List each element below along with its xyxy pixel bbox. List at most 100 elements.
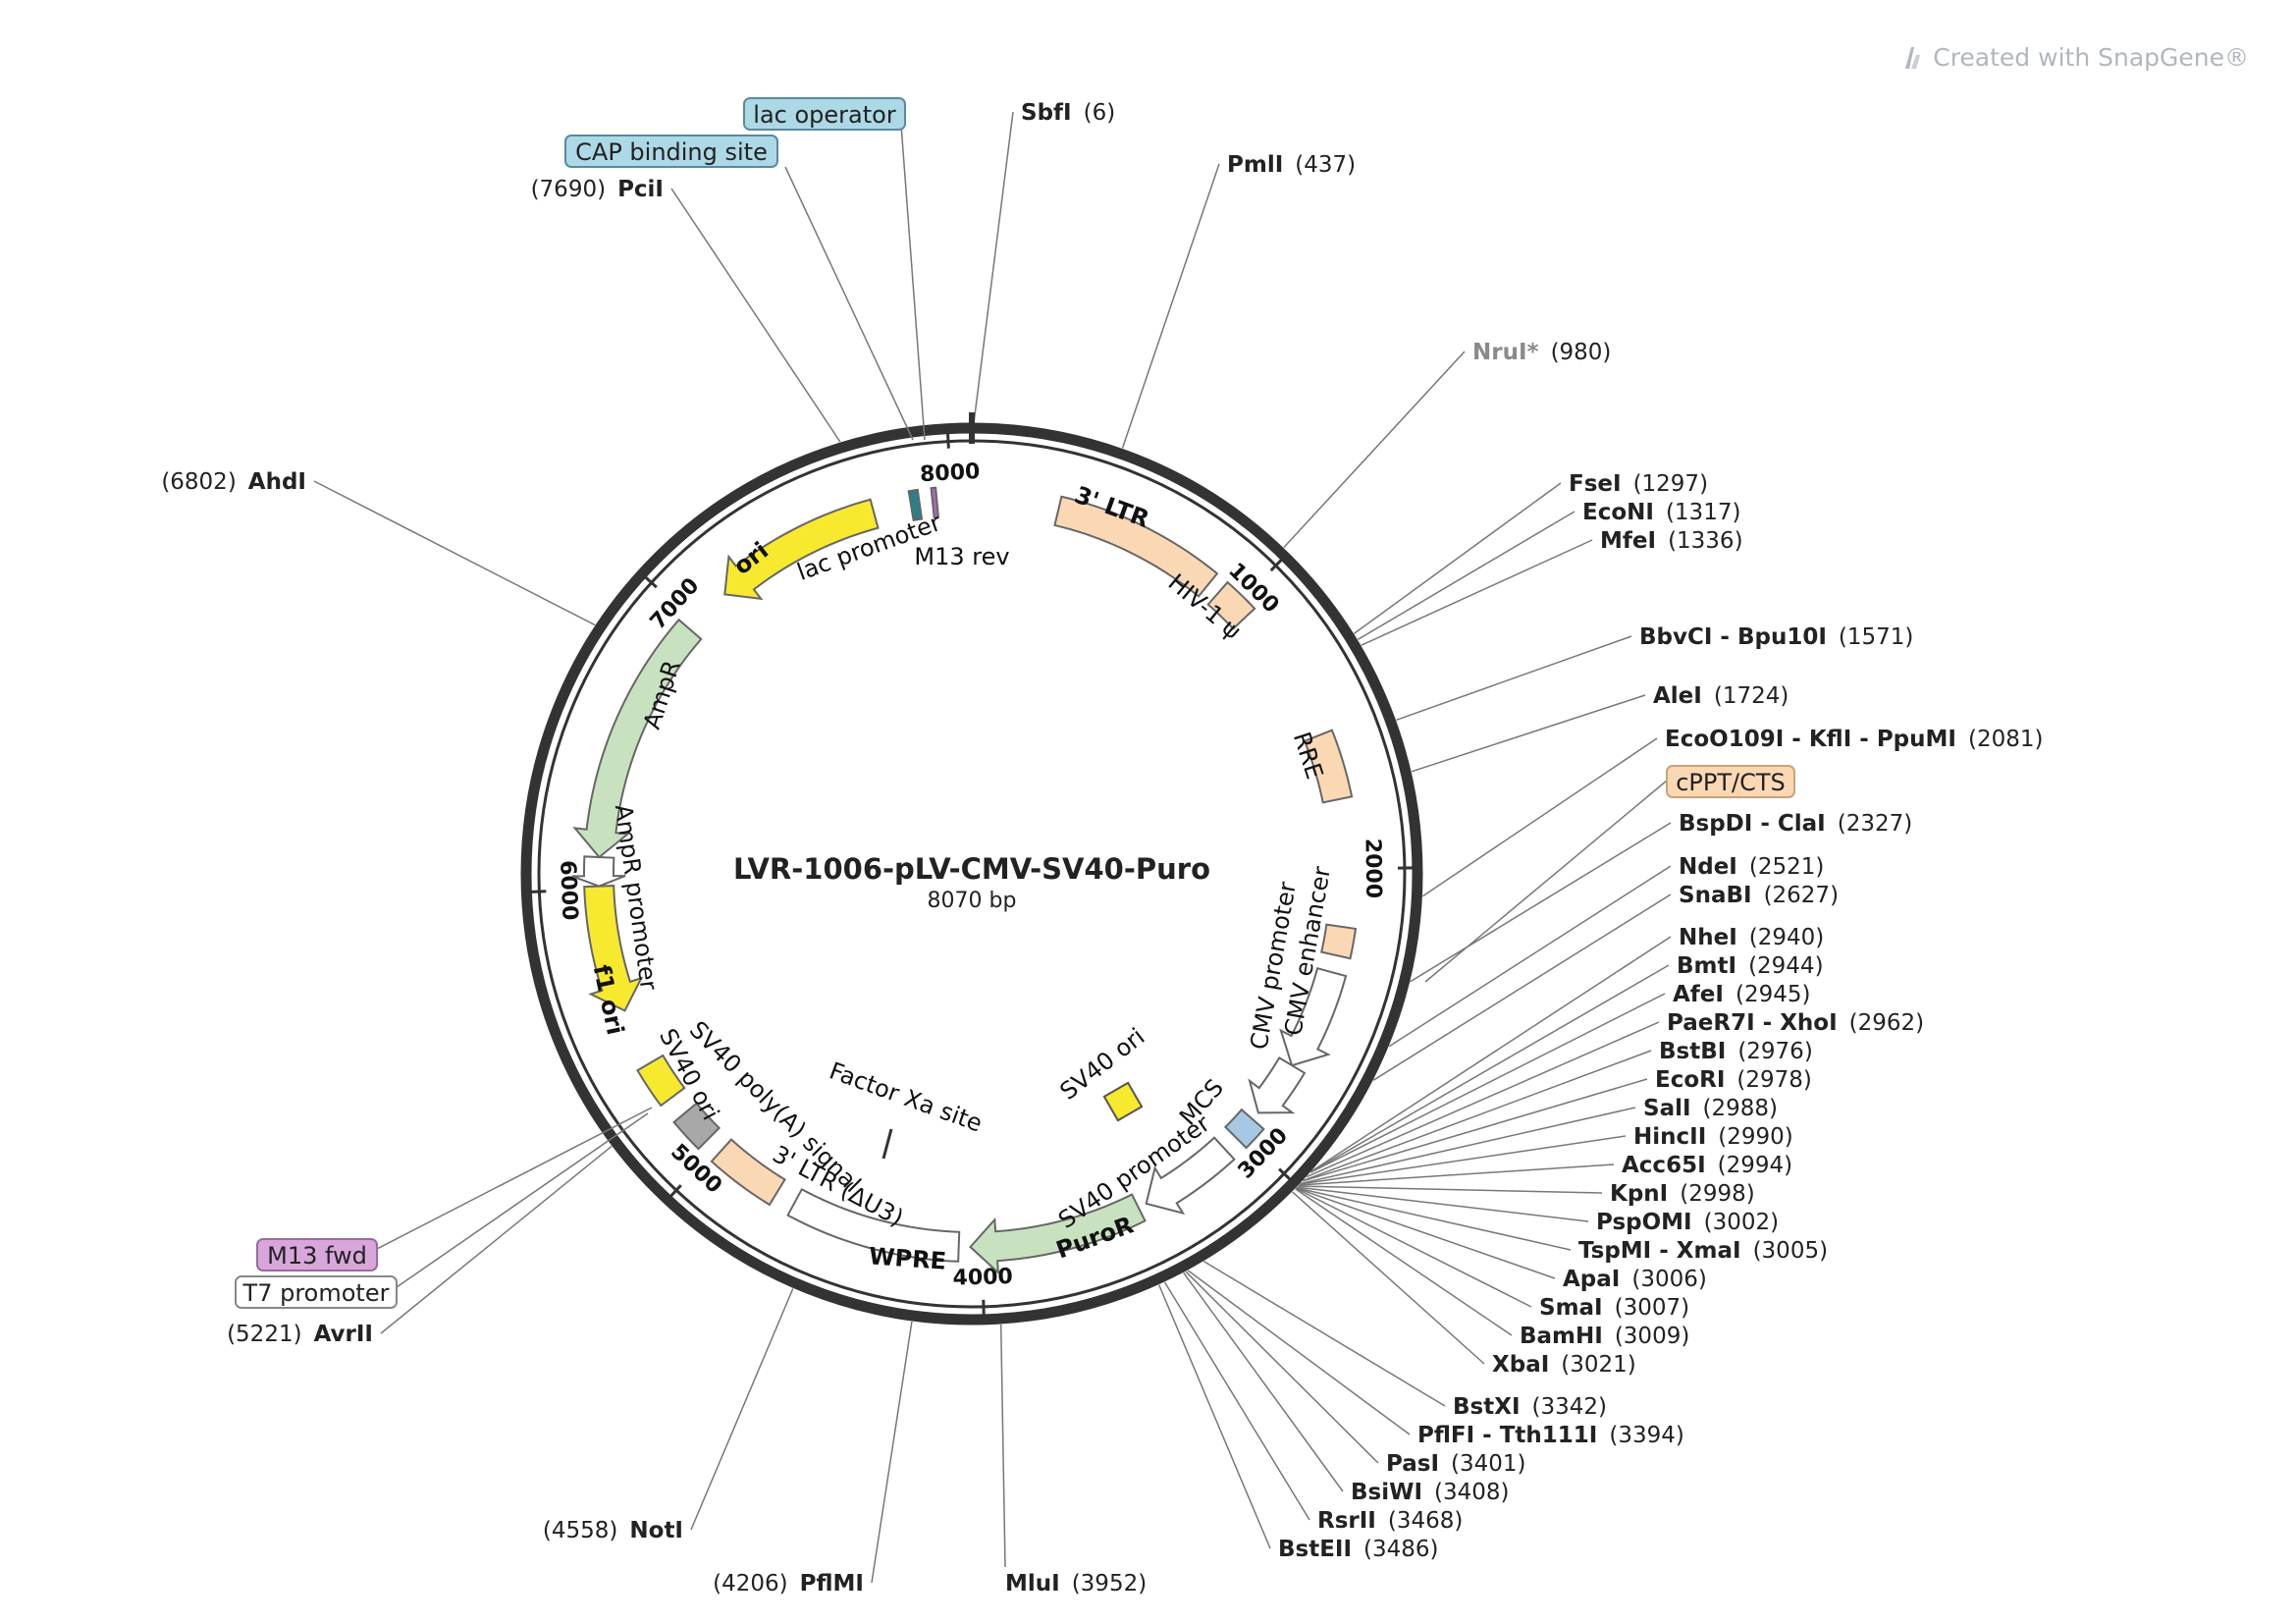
tick-mark <box>1269 557 1285 572</box>
feature-f1-ori <box>583 885 644 1012</box>
site-leader <box>1300 1135 1627 1185</box>
feature-arrows <box>571 486 1358 1275</box>
sv40-ori-inner-label: SV40 ori <box>1055 1023 1150 1106</box>
site-position: (2998) <box>1680 1181 1754 1207</box>
site-leader <box>670 188 841 443</box>
site-label: BstXI (3342) <box>1453 1394 1607 1420</box>
site-name: BstXI <box>1453 1394 1521 1420</box>
site-leader <box>1298 1185 1603 1194</box>
site-position: (3005) <box>1753 1238 1828 1264</box>
site-position: (2978) <box>1736 1067 1811 1093</box>
site-name: SbfI <box>1021 100 1072 126</box>
site-name: ApaI <box>1563 1267 1620 1292</box>
site-label: MluI(3952) <box>1005 1571 1147 1596</box>
tick-mark <box>642 573 658 589</box>
site-position: (4206) <box>713 1571 787 1596</box>
feature-ampr <box>572 618 703 859</box>
site-leader <box>1309 993 1666 1173</box>
lac-operator-box <box>743 97 906 131</box>
boxed-labels: lac operator CAP binding site cPPT/CTS M… <box>235 97 1795 1309</box>
site-name: XbaI <box>1492 1352 1549 1378</box>
site-leader <box>1295 1187 1532 1308</box>
site-name: NotI <box>629 1518 683 1543</box>
site-leader <box>1388 865 1672 1048</box>
site-label: EcoO109I - KflI - PpuMI(2081) <box>1665 727 2043 752</box>
site-label: RsrII(3468) <box>1317 1508 1463 1534</box>
site-leader <box>1306 1021 1660 1178</box>
site-label: (6802)AhdI <box>161 469 306 495</box>
site-leader <box>1296 1187 1572 1251</box>
site-position: (1297) <box>1633 471 1708 497</box>
site-name: MfeI <box>1600 528 1656 554</box>
site-position: (2945) <box>1735 982 1810 1007</box>
site-leader <box>1183 1271 1344 1492</box>
site-label: NruI*(980) <box>1472 340 1611 365</box>
site-leader <box>1396 635 1632 721</box>
site-label: SnaBI(2627) <box>1679 883 1839 908</box>
plasmid-size: 8070 bp <box>928 889 1017 913</box>
site-name: Acc65I <box>1622 1153 1706 1178</box>
site-position: (6802) <box>161 469 236 495</box>
site-position: (3401) <box>1451 1451 1525 1477</box>
site-label: TspMI - XmaI(3005) <box>1578 1238 1828 1264</box>
site-position: (2081) <box>1968 727 2043 752</box>
feature-wpre <box>786 1187 961 1263</box>
feature-hiv-1- <box>1206 580 1256 630</box>
site-name: AfeI <box>1673 982 1724 1007</box>
feature-cmv-promoter <box>1248 1056 1307 1114</box>
restriction-site-labels: SbfI(6)PmlI(437)NruI*(980)FseI(1297)EcoN… <box>161 100 2043 1596</box>
site-position: (2990) <box>1718 1124 1792 1150</box>
feature-mcs <box>1223 1108 1265 1150</box>
site-position: (1317) <box>1666 500 1740 525</box>
site-name: BmtI <box>1677 953 1736 979</box>
site-label: ApaI(3006) <box>1563 1267 1707 1292</box>
site-name: NdeI <box>1679 854 1737 880</box>
site-leader <box>1361 539 1593 646</box>
feature-sv40-poly-a-signal <box>672 1102 721 1151</box>
feature-puror <box>969 1193 1147 1275</box>
tick-mark <box>667 1184 682 1200</box>
site-leader <box>1187 1270 1411 1435</box>
site-label: BspDI - ClaI(2327) <box>1679 811 1912 837</box>
site-name: KpnI <box>1610 1181 1668 1207</box>
site-position: (2994) <box>1718 1153 1792 1178</box>
site-name: EcoNI <box>1582 500 1654 525</box>
feature-ampr-promoter <box>571 855 626 888</box>
lac-operator-label: lac operator <box>753 101 896 129</box>
site-name: FseI <box>1569 471 1622 497</box>
wpre-label: WPRE <box>868 1242 947 1274</box>
site-label: HincII(2990) <box>1633 1124 1793 1150</box>
site-label: MfeI(1336) <box>1600 528 1743 554</box>
m13-fwd-box <box>256 1238 378 1271</box>
site-name: AvrII <box>314 1322 373 1347</box>
site-position: (2327) <box>1838 811 1912 837</box>
site-position: (2962) <box>1849 1010 1924 1036</box>
site-label: NheI (2940) <box>1679 925 1824 950</box>
plasmid-name: LVR-1006-pLV-CMV-SV40-Puro <box>733 852 1210 886</box>
site-label: PspOMI(3002) <box>1596 1210 1779 1235</box>
cppt-label: cPPT/CTS <box>1676 769 1786 796</box>
cppt-box <box>1666 765 1795 798</box>
site-position: (2521) <box>1749 854 1824 880</box>
site-position: (2940) <box>1749 925 1824 950</box>
site-name: BstEII <box>1278 1537 1352 1562</box>
site-name: SmaI <box>1539 1295 1603 1321</box>
site-position: (7690) <box>531 177 606 202</box>
site-label: PmlI(437) <box>1227 152 1356 178</box>
site-leader <box>999 1325 1006 1568</box>
site-name: PflMI <box>800 1571 864 1596</box>
site-position: (3408) <box>1434 1480 1509 1505</box>
site-leader <box>1410 822 1672 983</box>
site-name: EcoRI <box>1655 1067 1725 1093</box>
site-leader <box>1283 351 1466 549</box>
site-name: NheI <box>1679 925 1737 950</box>
site-name: SnaBI <box>1679 883 1752 908</box>
site-leader <box>1372 893 1672 1081</box>
sv40-ori-inner-marker <box>1102 1081 1144 1122</box>
snapgene-watermark: Created with SnapGene® <box>1901 43 2249 72</box>
site-label: AfeI (2945) <box>1673 982 1810 1007</box>
tick-mark <box>945 430 950 449</box>
site-name: PciI <box>617 177 664 202</box>
site-position: (3342) <box>1532 1394 1607 1420</box>
feature-ori <box>723 498 880 601</box>
